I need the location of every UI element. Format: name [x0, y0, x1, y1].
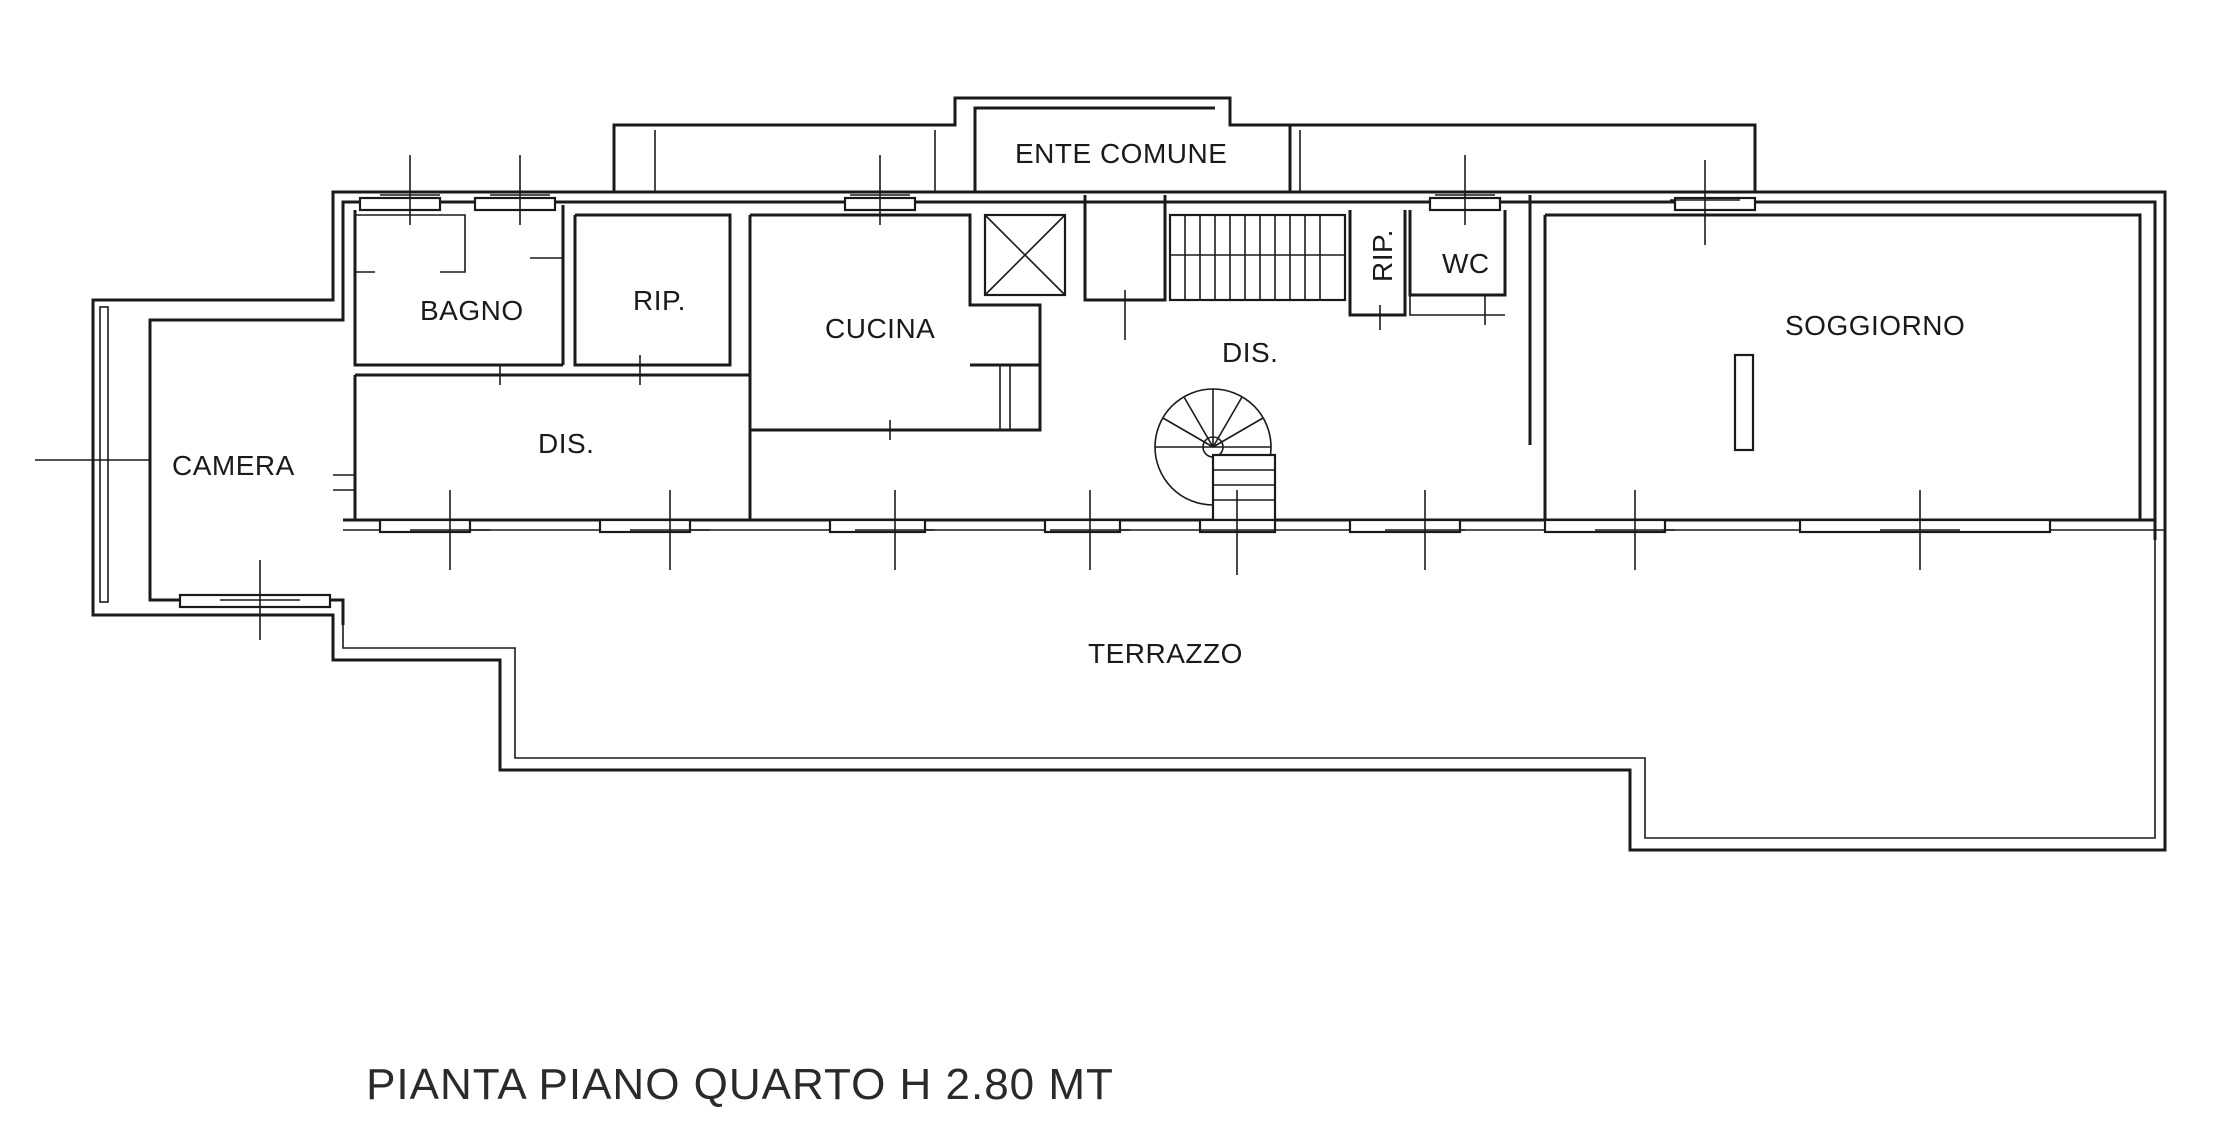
room-label-rip: RIP.	[633, 285, 686, 316]
room-label-cucina: CUCINA	[825, 313, 935, 344]
crosshair-marks	[35, 155, 1960, 640]
room-label-dis: DIS.	[538, 428, 594, 459]
ente-comune-block	[612, 96, 1757, 192]
building-outline	[91, 190, 2167, 660]
room-label-camera: CAMERA	[172, 450, 295, 481]
windows	[178, 196, 2052, 609]
room-labels: ENTE COMUNE BAGNO RIP. CUCINA RIP. WC SO…	[172, 138, 1965, 669]
room-label-bagno: BAGNO	[420, 295, 524, 326]
room-label-terrazzo: TERRAZZO	[1088, 638, 1243, 669]
plan-caption: PIANTA PIANO QUARTO H 2.80 MT	[366, 1060, 1114, 1109]
room-label-rip-2: RIP.	[1367, 229, 1398, 282]
room-label-dis-2: DIS.	[1222, 337, 1278, 368]
spiral-staircase	[1154, 388, 1277, 522]
room-label-wc: WC	[1442, 248, 1490, 279]
room-label-soggiorno: SOGGIORNO	[1785, 310, 1965, 341]
terrace-outline	[331, 540, 2167, 852]
room-label-ente-comune: ENTE COMUNE	[1015, 138, 1227, 169]
staircase	[1168, 213, 1347, 302]
